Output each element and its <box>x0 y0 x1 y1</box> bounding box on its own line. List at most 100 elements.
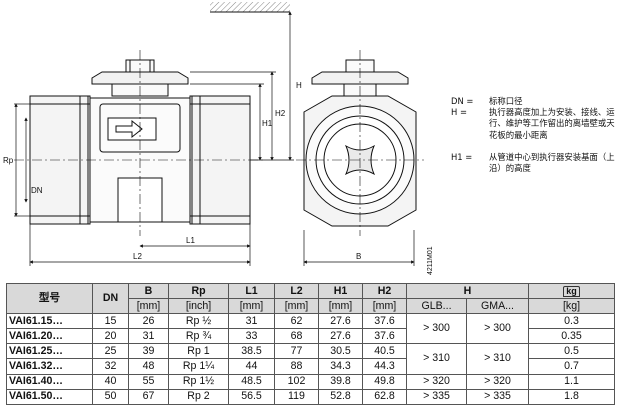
cell-model: VAI61.20… <box>6 328 93 345</box>
cell-h2: 40.5 <box>362 343 407 360</box>
header-dn: DN <box>92 282 129 315</box>
cell-model: VAI61.25… <box>6 343 93 360</box>
table-row: VAI61.40… 40 55 Rp 1½ 48.5 102 39.8 49.8… <box>6 373 615 390</box>
cell-model: VAI61.50… <box>6 388 93 405</box>
cell-h1: 39.8 <box>318 373 363 390</box>
cell-model: VAI61.40… <box>6 373 93 390</box>
table-row: VAI61.15… 15 26 Rp ½ 31 62 27.6 37.6 > 3… <box>6 313 615 345</box>
cell-dn: 40 <box>92 373 129 390</box>
cell-weight: 1.8 <box>528 388 615 405</box>
header-weight: kg <box>528 282 615 300</box>
cell-h2: 49.8 <box>362 373 407 390</box>
cell-l1: 38.5 <box>228 343 275 360</box>
cell-h1: 34.3 <box>318 358 363 375</box>
cell-h-gma: > 335 <box>466 388 529 405</box>
cell-h1: 27.6 <box>318 313 363 330</box>
cell-l2: 88 <box>274 358 319 375</box>
cell-model: VAI61.15… <box>6 313 93 330</box>
cell-dn: 25 <box>92 343 129 360</box>
cell-weight: 0.7 <box>528 358 615 375</box>
cell-l2: 77 <box>274 343 319 360</box>
legend-text: 标称口径 <box>489 96 523 106</box>
valve-front-view <box>14 50 266 236</box>
legend-key: H = <box>451 107 467 117</box>
cell-l1: 48.5 <box>228 373 275 390</box>
cell-b: 48 <box>128 358 169 375</box>
legend-text: 从管道中心到执行器安装基面（上沿）的高度 <box>489 152 615 174</box>
unit-h1: [mm] <box>318 298 363 315</box>
cell-model: VAI61.32… <box>6 358 93 375</box>
cell-h2: 62.8 <box>362 388 407 405</box>
cell-l2: 62 <box>274 313 319 330</box>
table-row: VAI61.50… 50 67 Rp 2 56.5 119 52.8 62.8 … <box>6 388 615 405</box>
dim-label-rp: Rp <box>3 156 14 165</box>
dimension-table: 型号 DN B Rp L1 L2 H1 H2 H kg [mm] [inch] … <box>6 282 615 405</box>
cell-h2: 44.3 <box>362 358 407 375</box>
unit-h2: [mm] <box>362 298 407 315</box>
unit-l1: [mm] <box>228 298 275 315</box>
unit-weight: [kg] <box>528 298 615 315</box>
dimension-lines <box>14 11 415 266</box>
cell-l1: 31 <box>228 313 275 330</box>
cell-weight: 0.3 <box>528 313 615 330</box>
dim-label-h2: H2 <box>275 109 286 118</box>
table-row: VAI61.25… 25 39 Rp 1 38.5 77 30.5 40.5 >… <box>6 343 615 375</box>
cell-h1: 27.6 <box>318 328 363 345</box>
dim-label-l2: L2 <box>133 252 142 261</box>
header-h2: H2 <box>362 282 407 300</box>
cell-h-gma: > 320 <box>466 373 529 390</box>
cell-h1: 52.8 <box>318 388 363 405</box>
cell-rp: Rp 2 <box>168 388 229 405</box>
cell-l2: 68 <box>274 328 319 345</box>
cell-l2: 119 <box>274 388 319 405</box>
cell-h-gma: > 310 <box>466 343 529 375</box>
cell-h2: 37.6 <box>362 313 407 330</box>
header-h1: H1 <box>318 282 363 300</box>
legend-key: H1 = <box>451 152 473 162</box>
cell-rp: Rp 1 <box>168 343 229 360</box>
header-h-glb: GLB... <box>406 298 467 315</box>
cell-h-gma: > 300 <box>466 313 529 345</box>
cell-rp: Rp 1¼ <box>168 358 229 375</box>
table-header-row: 型号 DN B Rp L1 L2 H1 H2 H kg <box>6 282 615 315</box>
dim-label-l1: L1 <box>186 236 195 245</box>
dim-label-dn: DN <box>31 186 43 195</box>
valve-dimension-drawing: Rp DN H H2 H1 L1 L2 B 4211M01 <box>3 2 434 275</box>
legend-text: 执行器高度加上为安装、接线、运行、维护等工作留出的离墙壁或天花板的最小距离 <box>489 107 615 140</box>
header-l2: L2 <box>274 282 319 300</box>
cell-h-glb: > 335 <box>406 388 467 405</box>
cell-b: 67 <box>128 388 169 405</box>
header-model: 型号 <box>6 282 93 315</box>
header-rp: Rp <box>168 282 229 300</box>
cell-l1: 56.5 <box>228 388 275 405</box>
table-units-row: [mm] [inch] [mm] [mm] [mm] [mm] GLB... G… <box>7 298 615 315</box>
header-h: H <box>406 282 529 300</box>
cell-weight: 0.35 <box>528 328 615 345</box>
cell-h-glb: > 300 <box>406 313 467 345</box>
legend: DN = 标称口径 H = 执行器高度加上为安装、接线、运行、维护等工作留出的离… <box>451 96 617 276</box>
cell-b: 31 <box>128 328 169 345</box>
legend-key: DN = <box>451 96 474 106</box>
header-l1: L1 <box>228 282 275 300</box>
cell-rp: Rp ¾ <box>168 328 229 345</box>
cell-b: 55 <box>128 373 169 390</box>
dim-label-h1: H1 <box>262 119 273 128</box>
cell-h-glb: > 320 <box>406 373 467 390</box>
cell-weight: 1.1 <box>528 373 615 390</box>
unit-rp: [inch] <box>168 298 229 315</box>
valve-end-view <box>296 50 424 236</box>
dim-label-b: B <box>356 252 361 261</box>
dim-label-h: H <box>296 81 302 90</box>
cell-b: 39 <box>128 343 169 360</box>
unit-b: [mm] <box>128 298 169 315</box>
weight-icon: kg <box>563 285 580 297</box>
cell-h2: 37.6 <box>362 328 407 345</box>
ceiling-hatch <box>210 2 290 13</box>
cell-dn: 32 <box>92 358 129 375</box>
cell-dn: 50 <box>92 388 129 405</box>
cell-dn: 20 <box>92 328 129 345</box>
cell-h1: 30.5 <box>318 343 363 360</box>
drawing-id: 4211M01 <box>427 246 434 275</box>
cell-l2: 102 <box>274 373 319 390</box>
cell-b: 26 <box>128 313 169 330</box>
